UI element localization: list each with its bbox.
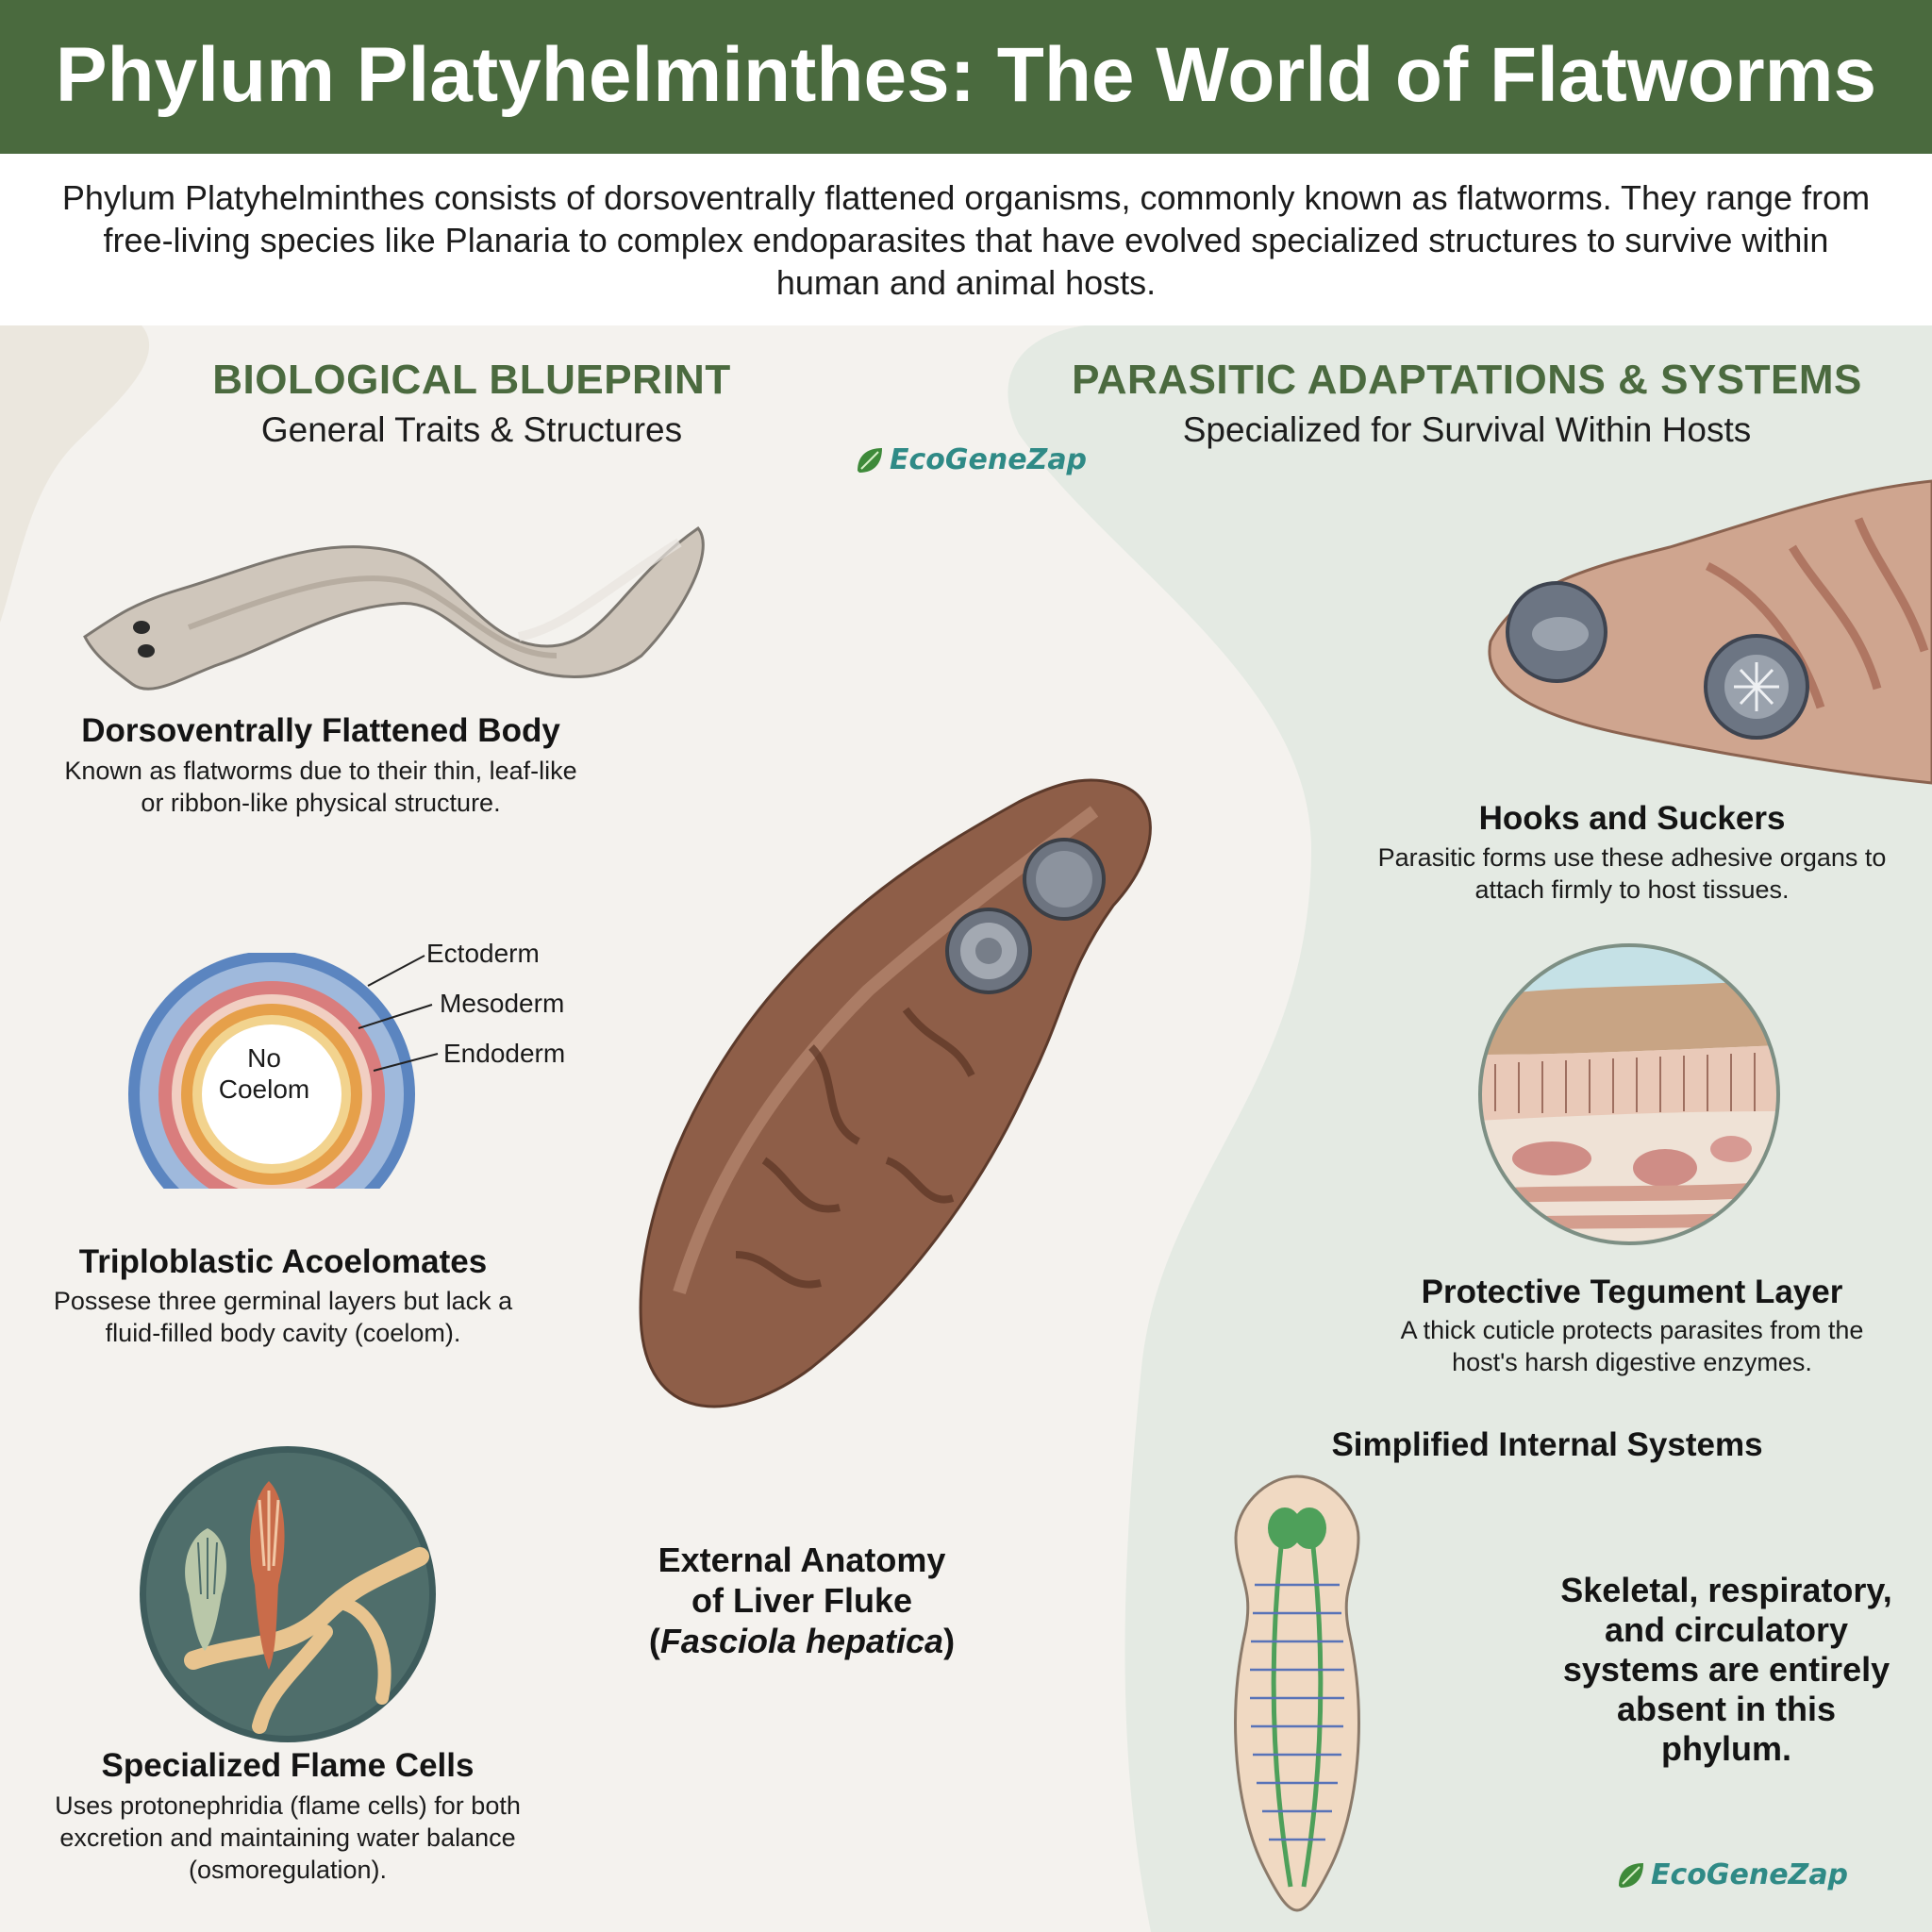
liver-fluke-illustration (639, 778, 1152, 1408)
internal-systems-heading: Simplified Internal Systems (1331, 1426, 1763, 1463)
corner-texture (0, 325, 150, 623)
intro-paragraph: Phylum Platyhelminthes consists of dorso… (61, 178, 1871, 302)
right-section-title: PARASITIC ADAPTATIONS & SYSTEMS (1072, 357, 1862, 403)
germ-layer-diagram (128, 953, 415, 1189)
page-title: Phylum Platyhelminthes: The World of Fla… (55, 32, 1877, 118)
caption-line1: External Anatomy (658, 1541, 946, 1579)
mesoderm-label: Mesoderm (440, 989, 565, 1018)
left-section-subtitle: General Traits & Structures (260, 410, 683, 449)
brand-logo-bottom: EcoGeneZap (1615, 1858, 1848, 1891)
suckers-closeup-illustration (1488, 479, 1932, 785)
no-coelom-line2: Coelom (218, 1074, 310, 1104)
liver-fluke-caption: External Anatomy of Liver Fluke (Fasciol… (613, 1540, 991, 1661)
flame-cells-heading: Specialized Flame Cells (101, 1747, 475, 1784)
leaf-icon (858, 447, 882, 473)
internal-systems-illustration (1234, 1474, 1360, 1912)
caption-line2: of Liver Fluke (691, 1581, 913, 1620)
brand-logo: EcoGeneZap (854, 443, 1087, 476)
tegument-heading: Protective Tegument Layer (1421, 1274, 1843, 1310)
left-section-title: BIOLOGICAL BLUEPRINT (212, 357, 731, 403)
flame-cells-text: Uses protonephridia (flame cells) for bo… (55, 1791, 521, 1884)
flattened-body-heading: Dorsoventrally Flattened Body (81, 712, 560, 749)
endoderm-label: Endoderm (443, 1039, 566, 1068)
acoelomates-heading: Triploblastic Acoelomates (78, 1243, 488, 1280)
caption-species: Fasciola hepatica (659, 1622, 944, 1660)
no-coelom-line1: No (247, 1043, 281, 1073)
hooks-suckers-text: Parasitic forms use these adhesive organ… (1377, 843, 1887, 904)
ectoderm-label: Ectoderm (426, 939, 540, 968)
brand-logo-text: EcoGeneZap (890, 443, 1088, 476)
flattened-body-text: Known as flatworms due to their thin, le… (64, 757, 577, 817)
no-coelom-label: No Coelom (193, 1042, 335, 1105)
flame-cells-illustration (140, 1446, 436, 1742)
header-bar (0, 0, 1932, 154)
right-section-subtitle: Specialized for Survival Within Hosts (1182, 410, 1752, 449)
planaria-illustration (83, 525, 705, 691)
caption-species-line: (Fasciola hepatica) (648, 1622, 956, 1660)
acoelomates-text: Possese three germinal layers but lack a… (53, 1287, 513, 1347)
hooks-suckers-heading: Hooks and Suckers (1478, 800, 1786, 837)
brand-logo-bottom-text: EcoGeneZap (1651, 1858, 1849, 1891)
tegument-closeup-illustration (1478, 943, 1780, 1245)
leaf-icon (1619, 1862, 1643, 1888)
internal-systems-text: Skeletal, respiratory, and circulatory s… (1560, 1571, 1892, 1768)
tegument-text: A thick cuticle protects parasites from … (1400, 1316, 1864, 1376)
layer-leader-lines (358, 955, 439, 1072)
